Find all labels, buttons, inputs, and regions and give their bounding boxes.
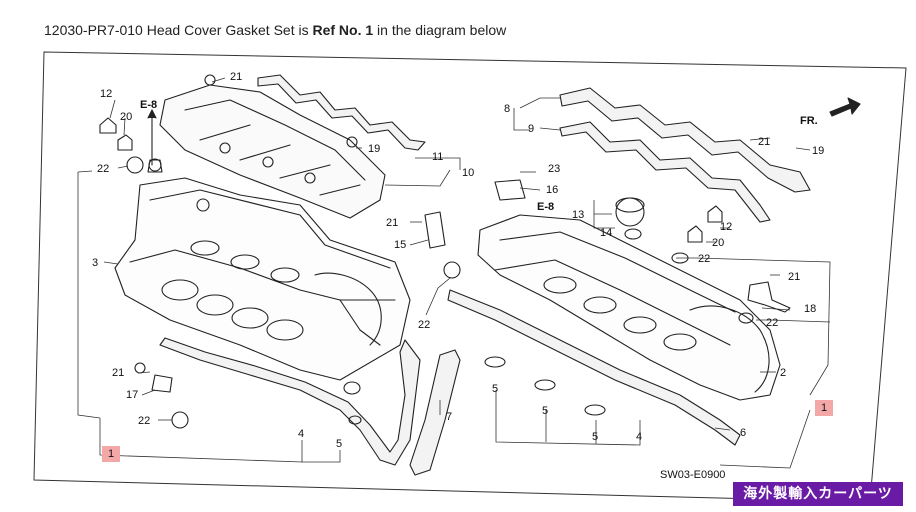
front-direction-label: FR. bbox=[800, 115, 818, 127]
label-22-left-bottom: 22 bbox=[138, 415, 150, 427]
label-19-right: 19 bbox=[812, 145, 824, 157]
label-10: 10 bbox=[462, 167, 474, 179]
right-seal-ring-a bbox=[484, 356, 506, 368]
label-13: 13 bbox=[572, 209, 584, 221]
left-baffle-plate bbox=[159, 74, 386, 219]
label-5-left: 5 bbox=[336, 438, 342, 450]
label-21-bracket: 21 bbox=[386, 217, 398, 229]
label-2: 2 bbox=[780, 367, 786, 379]
label-21-right: 21 bbox=[788, 271, 800, 283]
label-14: 14 bbox=[600, 227, 612, 239]
ref-1-left-highlight: 1 bbox=[102, 446, 120, 462]
part-17-clip bbox=[151, 374, 173, 393]
caption-prefix: 12030-PR7-010 Head Cover Gasket Set is bbox=[44, 22, 313, 38]
label-22-right-bottom: 22 bbox=[766, 317, 778, 329]
label-12-left: 12 bbox=[100, 88, 112, 100]
label-5-right-c: 5 bbox=[592, 431, 598, 443]
label-7: 7 bbox=[446, 411, 452, 423]
label-19-left: 19 bbox=[368, 143, 380, 155]
left-head-cover bbox=[114, 158, 411, 381]
part-16-clip bbox=[494, 179, 526, 201]
label-e8-right: E-8 bbox=[537, 201, 554, 213]
caption-ref: Ref No. 1 bbox=[312, 22, 374, 38]
part-22-grommet-mid bbox=[443, 261, 461, 279]
label-e8-left: E-8 bbox=[140, 99, 157, 111]
label-21-right-top: 21 bbox=[758, 136, 770, 148]
part-18-bracket bbox=[747, 281, 791, 313]
label-18: 18 bbox=[804, 303, 816, 315]
left-seal-ring bbox=[343, 381, 361, 395]
label-6: 6 bbox=[740, 427, 746, 439]
label-12-right: 12 bbox=[720, 221, 732, 233]
label-5-right-b: 5 bbox=[542, 405, 548, 417]
label-23: 23 bbox=[548, 163, 560, 175]
part-22-grommet-bottom bbox=[171, 411, 189, 429]
ref-1-right-highlight: 1 bbox=[815, 400, 833, 416]
label-20-right: 20 bbox=[712, 237, 724, 249]
label-21-left-top: 21 bbox=[230, 71, 242, 83]
right-seal-ring-b bbox=[534, 379, 556, 391]
caption-suffix: in the diagram below bbox=[373, 22, 507, 38]
label-8: 8 bbox=[504, 103, 510, 115]
label-15: 15 bbox=[394, 239, 406, 251]
label-4-right: 4 bbox=[636, 431, 642, 443]
part-15-bracket bbox=[424, 211, 446, 249]
right-lower-gasket bbox=[447, 289, 741, 446]
front-arrow-icon bbox=[829, 97, 861, 117]
label-5-right-a: 5 bbox=[492, 383, 498, 395]
label-3: 3 bbox=[92, 257, 98, 269]
part-22-grommet-top bbox=[126, 156, 144, 174]
diagram-caption: 12030-PR7-010 Head Cover Gasket Set is R… bbox=[44, 22, 506, 38]
label-9: 9 bbox=[528, 123, 534, 135]
label-21-left-bottom: 21 bbox=[112, 367, 124, 379]
right-upper-gasket bbox=[559, 87, 811, 193]
right-seal-ring-c bbox=[584, 404, 606, 416]
label-4-left: 4 bbox=[298, 428, 304, 440]
watermark-badge: 海外製輸入カーパーツ bbox=[733, 482, 903, 506]
label-17: 17 bbox=[126, 389, 138, 401]
left-side-gasket bbox=[409, 349, 461, 476]
label-22-right-top: 22 bbox=[698, 253, 710, 265]
left-upper-gasket bbox=[257, 74, 426, 151]
right-inner-gasket bbox=[559, 121, 771, 223]
label-20-left: 20 bbox=[120, 111, 132, 123]
label-16: 16 bbox=[546, 184, 558, 196]
right-head-cover bbox=[477, 197, 781, 401]
label-11: 11 bbox=[432, 151, 443, 163]
label-22-center: 22 bbox=[418, 319, 430, 331]
diagram-code: SW03-E0900 bbox=[660, 469, 725, 481]
label-22-left-top: 22 bbox=[97, 163, 109, 175]
left-lower-gasket bbox=[159, 337, 421, 466]
